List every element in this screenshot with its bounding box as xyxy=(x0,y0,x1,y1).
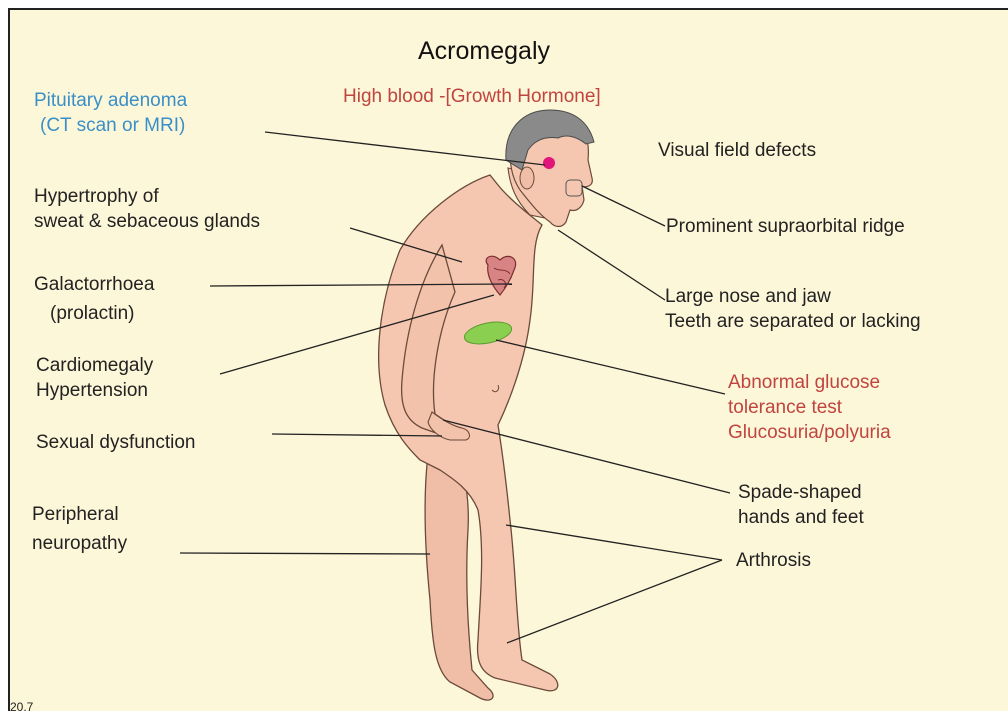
label-cardiomegaly: Cardiomegaly Hypertension xyxy=(36,353,153,403)
label-sexual-dysfunction: Sexual dysfunction xyxy=(36,430,196,455)
label-pituitary-adenoma: Pituitary adenoma (CT scan or MRI) xyxy=(34,88,187,138)
label-arthrosis: Arthrosis xyxy=(736,548,811,573)
leader-supraorbital xyxy=(582,186,665,226)
label-abnormal-glucose: Abnormal glucose tolerance test Glucosur… xyxy=(728,370,891,445)
leader-arthrosis-knee xyxy=(506,525,722,560)
label-galactorrhoea: Galactorrhoea (prolactin) xyxy=(34,272,154,322)
ear xyxy=(520,167,534,189)
label-nose-jaw: Large nose and jaw Teeth are separated o… xyxy=(665,284,921,334)
leader-neuropathy xyxy=(180,553,430,554)
leader-nose-jaw xyxy=(558,230,665,300)
diagram-title: Acromegaly xyxy=(418,36,550,66)
label-supraorbital-ridge: Prominent supraorbital ridge xyxy=(666,214,905,239)
leader-glucose xyxy=(496,340,725,394)
label-spade-shaped: Spade-shaped hands and feet xyxy=(738,480,864,530)
pituitary-dot xyxy=(543,157,555,169)
label-peripheral-neuropathy: Peripheral neuropathy xyxy=(32,502,127,552)
human-body-figure xyxy=(379,110,594,700)
leader-arthrosis-ankle xyxy=(507,560,722,643)
diagram-subtitle: High blood -[Growth Hormone] xyxy=(343,84,601,109)
corner-figure-number: 20.7 xyxy=(10,700,33,711)
leader-pituitary xyxy=(265,132,545,165)
label-visual-field-defects: Visual field defects xyxy=(658,138,816,163)
diagram-panel: Acromegaly High blood -[Growth Hormone] … xyxy=(8,8,1008,711)
label-hypertrophy: Hypertrophy of sweat & sebaceous glands xyxy=(34,184,260,234)
